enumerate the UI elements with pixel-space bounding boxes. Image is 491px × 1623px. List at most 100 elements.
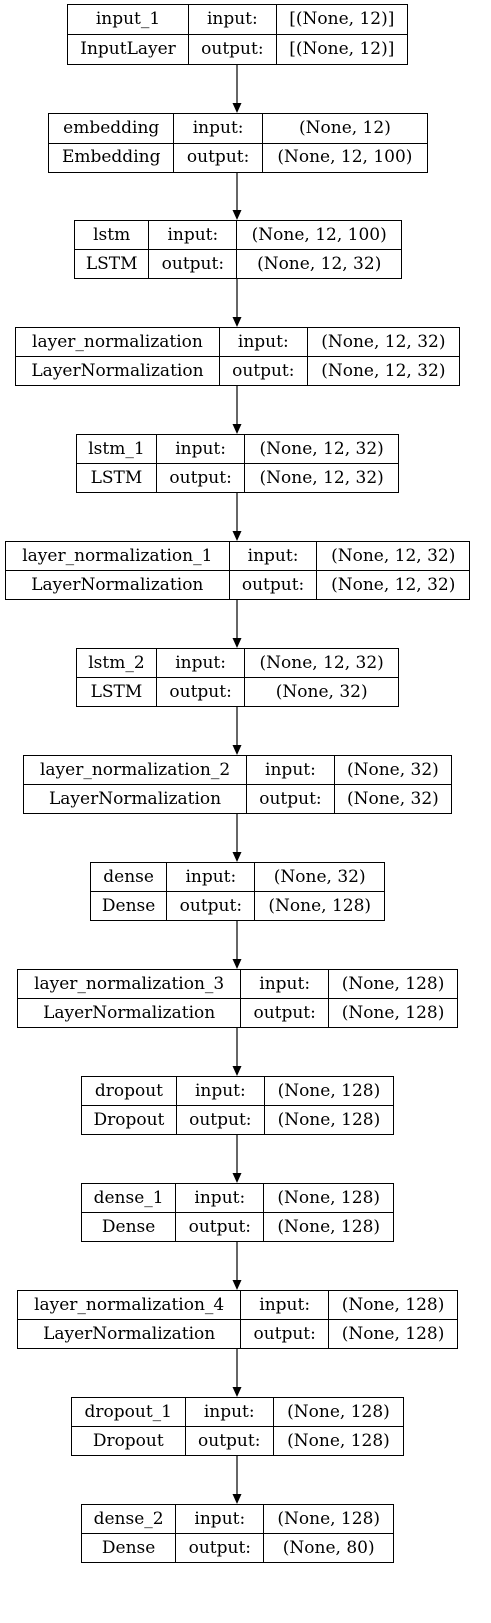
input-shape: (None, 12, 32)	[244, 434, 399, 464]
arrow-head-icon	[232, 1494, 242, 1504]
layer-name: dropout	[81, 1076, 177, 1106]
layer-type: Dense	[80, 1533, 177, 1563]
output-shape: (None, 128)	[328, 998, 458, 1028]
input-shape: (None, 12, 32)	[306, 327, 461, 357]
layer-name: lstm	[73, 220, 150, 250]
output-shape: (None, 128)	[263, 1105, 395, 1135]
output-label: output:	[240, 1319, 330, 1349]
output-label: output:	[155, 463, 246, 493]
output-label: output:	[173, 142, 263, 173]
input-shape: (None, 128)	[263, 1504, 394, 1534]
layer-name: layer_normalization_4	[16, 1290, 242, 1320]
arrow-head-icon	[232, 638, 242, 648]
output-shape: (None, 32)	[244, 677, 399, 707]
arrow-head-icon	[232, 1387, 242, 1397]
input-label: input:	[246, 755, 335, 785]
input-label: input:	[184, 1397, 274, 1427]
output-shape: (None, 32)	[333, 784, 453, 814]
input-shape: (None, 128)	[272, 1397, 405, 1427]
layer-type: LayerNormalization	[22, 784, 248, 814]
layer-name: dropout_1	[71, 1397, 186, 1427]
input-label: input:	[166, 862, 256, 892]
output-label: output:	[175, 1212, 265, 1242]
arrow-head-icon	[232, 959, 242, 969]
input-shape: (None, 128)	[263, 1183, 394, 1213]
arrow-head-icon	[232, 424, 242, 434]
output-label: output:	[246, 784, 335, 814]
input-label: input:	[240, 1290, 330, 1320]
layer-name: dense_2	[80, 1504, 177, 1534]
arrow-head-icon	[232, 1173, 242, 1183]
input-shape: (None, 128)	[328, 1290, 458, 1320]
layer-name: embedding	[47, 113, 175, 144]
input-label: input:	[175, 1076, 265, 1106]
output-shape: (None, 12, 32)	[306, 356, 461, 386]
input-shape: (None, 128)	[263, 1076, 395, 1106]
output-label: output:	[184, 1426, 274, 1456]
output-shape: (None, 128)	[328, 1319, 458, 1349]
output-label: output:	[175, 1533, 265, 1563]
output-label: output:	[188, 34, 277, 65]
arrow-head-icon	[232, 1066, 242, 1076]
input-label: input:	[155, 434, 246, 464]
layer-type: InputLayer	[66, 34, 190, 65]
input-label: input:	[155, 648, 246, 678]
input-shape: (None, 128)	[328, 969, 458, 999]
layer-type: Dropout	[71, 1426, 186, 1456]
layer-type: Dense	[89, 891, 168, 921]
layer-type: Embedding	[47, 142, 175, 173]
input-shape: (None, 32)	[333, 755, 453, 785]
output-shape: (None, 128)	[263, 1212, 394, 1242]
layer-name: dense_1	[80, 1183, 177, 1213]
input-label: input:	[175, 1183, 265, 1213]
output-shape: (None, 12, 100)	[261, 142, 429, 173]
output-shape: (None, 128)	[272, 1426, 405, 1456]
arrow-head-icon	[232, 531, 242, 541]
layer-type: Dense	[80, 1212, 177, 1242]
output-shape: (None, 12, 32)	[316, 570, 470, 600]
input-label: input:	[175, 1504, 265, 1534]
input-shape: (None, 12, 100)	[236, 220, 402, 250]
input-label: input:	[218, 327, 308, 357]
arrow-head-icon	[232, 317, 242, 327]
output-label: output:	[228, 570, 318, 600]
layer-type: LayerNormalization	[15, 356, 220, 386]
input-shape: (None, 12, 32)	[244, 648, 399, 678]
input-shape: (None, 12)	[261, 113, 429, 144]
output-label: output:	[175, 1105, 265, 1135]
output-shape: (None, 12, 32)	[236, 249, 402, 279]
output-label: output:	[155, 677, 246, 707]
layer-name: lstm_2	[76, 648, 157, 678]
layer-type: LSTM	[73, 249, 150, 279]
output-label: output:	[166, 891, 256, 921]
